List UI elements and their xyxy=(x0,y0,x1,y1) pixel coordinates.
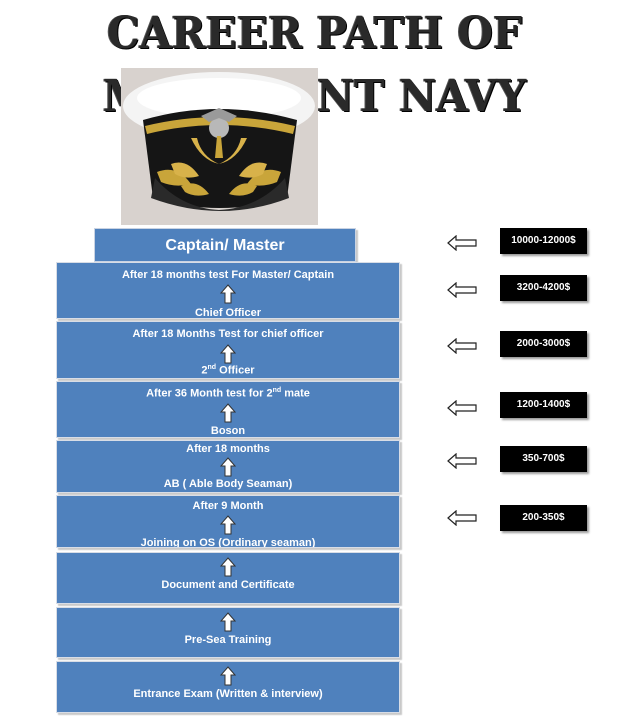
salary-badge-second-officer: 2000-3000$ xyxy=(500,331,587,357)
up-arrow-icon xyxy=(220,457,236,477)
step-box-entrance-exam: Entrance Exam (Written & interview) xyxy=(56,661,400,713)
step-rank: Entrance Exam (Written & interview) xyxy=(133,688,323,700)
salary-badge-boson: 1200-1400$ xyxy=(500,392,587,418)
step-rank: 2nd Officer xyxy=(201,364,255,377)
step-requirement: After 9 Month xyxy=(192,500,264,512)
up-arrow-icon xyxy=(220,515,236,535)
step-box-pre-sea-training: Pre-Sea Training xyxy=(56,607,400,658)
page-title: CAREER PATH OF MERCHANT NAVY xyxy=(103,7,527,122)
step-box-document-certificate: Document and Certificate xyxy=(56,552,400,604)
step-requirement: After 18 Months Test for chief officer xyxy=(132,328,324,340)
captain-master-box: Captain/ Master xyxy=(94,228,356,262)
step-rank: Chief Officer xyxy=(194,307,261,319)
step-rank: Boson xyxy=(210,425,246,437)
left-arrow-icon xyxy=(447,338,477,354)
up-arrow-icon xyxy=(220,344,236,364)
up-arrow-icon xyxy=(220,403,236,423)
captain-cap-image xyxy=(121,68,318,225)
left-arrow-icon xyxy=(447,510,477,526)
salary-badge-able-seaman: 350-700$ xyxy=(500,446,587,472)
step-box-able-body-seaman: After 18 months AB ( Able Body Seaman) xyxy=(56,440,400,493)
salary-badge-ordinary-seaman: 200-350$ xyxy=(500,505,587,531)
step-requirement: After 18 months xyxy=(186,443,270,455)
step-rank: AB ( Able Body Seaman) xyxy=(163,478,293,490)
step-box-chief-officer: After 18 months test For Master/ Captain… xyxy=(56,262,400,319)
up-arrow-icon xyxy=(220,284,236,304)
up-arrow-icon xyxy=(220,612,236,632)
salary-badge-captain: 10000-12000$ xyxy=(500,228,587,254)
step-rank: Joining on OS (Ordinary seaman) xyxy=(140,537,316,548)
step-requirement: After 18 months test For Master/ Captain xyxy=(121,269,335,281)
step-box-second-officer: After 18 Months Test for chief officer 2… xyxy=(56,321,400,379)
step-requirement: After 36 Month test for 2nd mate xyxy=(146,387,310,400)
step-box-ordinary-seaman: After 9 Month Joining on OS (Ordinary se… xyxy=(56,495,400,548)
salary-badge-chief-officer: 3200-4200$ xyxy=(500,275,587,301)
left-arrow-icon xyxy=(447,453,477,469)
left-arrow-icon xyxy=(447,400,477,416)
left-arrow-icon xyxy=(447,235,477,251)
up-arrow-icon xyxy=(220,557,236,577)
up-arrow-icon xyxy=(220,666,236,686)
step-rank: Pre-Sea Training xyxy=(184,634,272,646)
step-box-boson: After 36 Month test for 2nd mate Boson xyxy=(56,381,400,438)
left-arrow-icon xyxy=(447,282,477,298)
step-rank: Document and Certificate xyxy=(161,579,295,591)
